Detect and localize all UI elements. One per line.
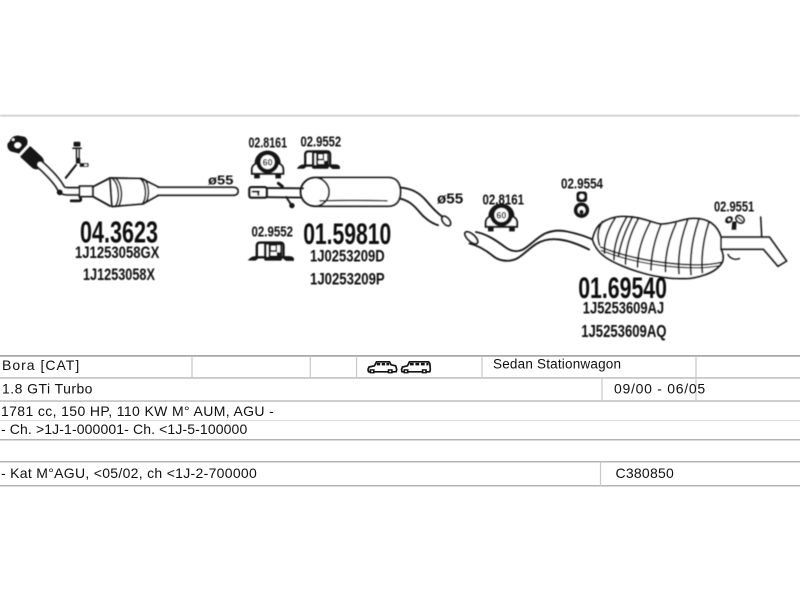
svg-text:1.8 GTi Turbo: 1.8 GTi Turbo: [2, 381, 93, 397]
svg-text:Bora [CAT]: Bora [CAT]: [2, 357, 80, 373]
svg-text:ø55: ø55: [437, 190, 463, 207]
svg-text:02.8161: 02.8161: [483, 192, 525, 209]
svg-text:1J1253058X: 1J1253058X: [83, 265, 155, 284]
svg-text:Sedan Stationwagon: Sedan Stationwagon: [493, 356, 621, 371]
svg-text:09/00 - 06/05: 09/00 - 06/05: [614, 381, 706, 397]
svg-text:1781 cc, 150 HP, 110 KW M° AUM: 1781 cc, 150 HP, 110 KW M° AUM, AGU -: [1, 403, 274, 419]
svg-text:1J0253209D: 1J0253209D: [310, 247, 385, 266]
svg-text:- Kat M°AGU, <05/02, ch <1J-2-: - Kat M°AGU, <05/02, ch <1J-2-700000: [1, 465, 257, 481]
svg-text:04.3623: 04.3623: [80, 215, 158, 250]
svg-text:1J0253209P: 1J0253209P: [310, 269, 385, 288]
svg-text:1J5253609AQ: 1J5253609AQ: [581, 321, 666, 341]
svg-text:- Ch. >1J-1-000001- Ch. <1J-5-: - Ch. >1J-1-000001- Ch. <1J-5-100000: [1, 421, 247, 437]
svg-text:01.69540: 01.69540: [578, 272, 667, 305]
svg-text:1J1253058GX: 1J1253058GX: [75, 243, 160, 262]
svg-text:1J5253609AJ: 1J5253609AJ: [583, 299, 664, 318]
svg-text:ø55: ø55: [208, 172, 233, 187]
svg-text:02.8161: 02.8161: [249, 134, 288, 151]
svg-text:02.9552: 02.9552: [301, 134, 342, 151]
svg-text:02.9552: 02.9552: [252, 224, 294, 241]
svg-text:02.9551: 02.9551: [714, 199, 754, 216]
svg-text:C380850: C380850: [616, 465, 675, 481]
svg-text:01.59810: 01.59810: [303, 218, 391, 251]
svg-text:02.9554: 02.9554: [561, 175, 603, 192]
